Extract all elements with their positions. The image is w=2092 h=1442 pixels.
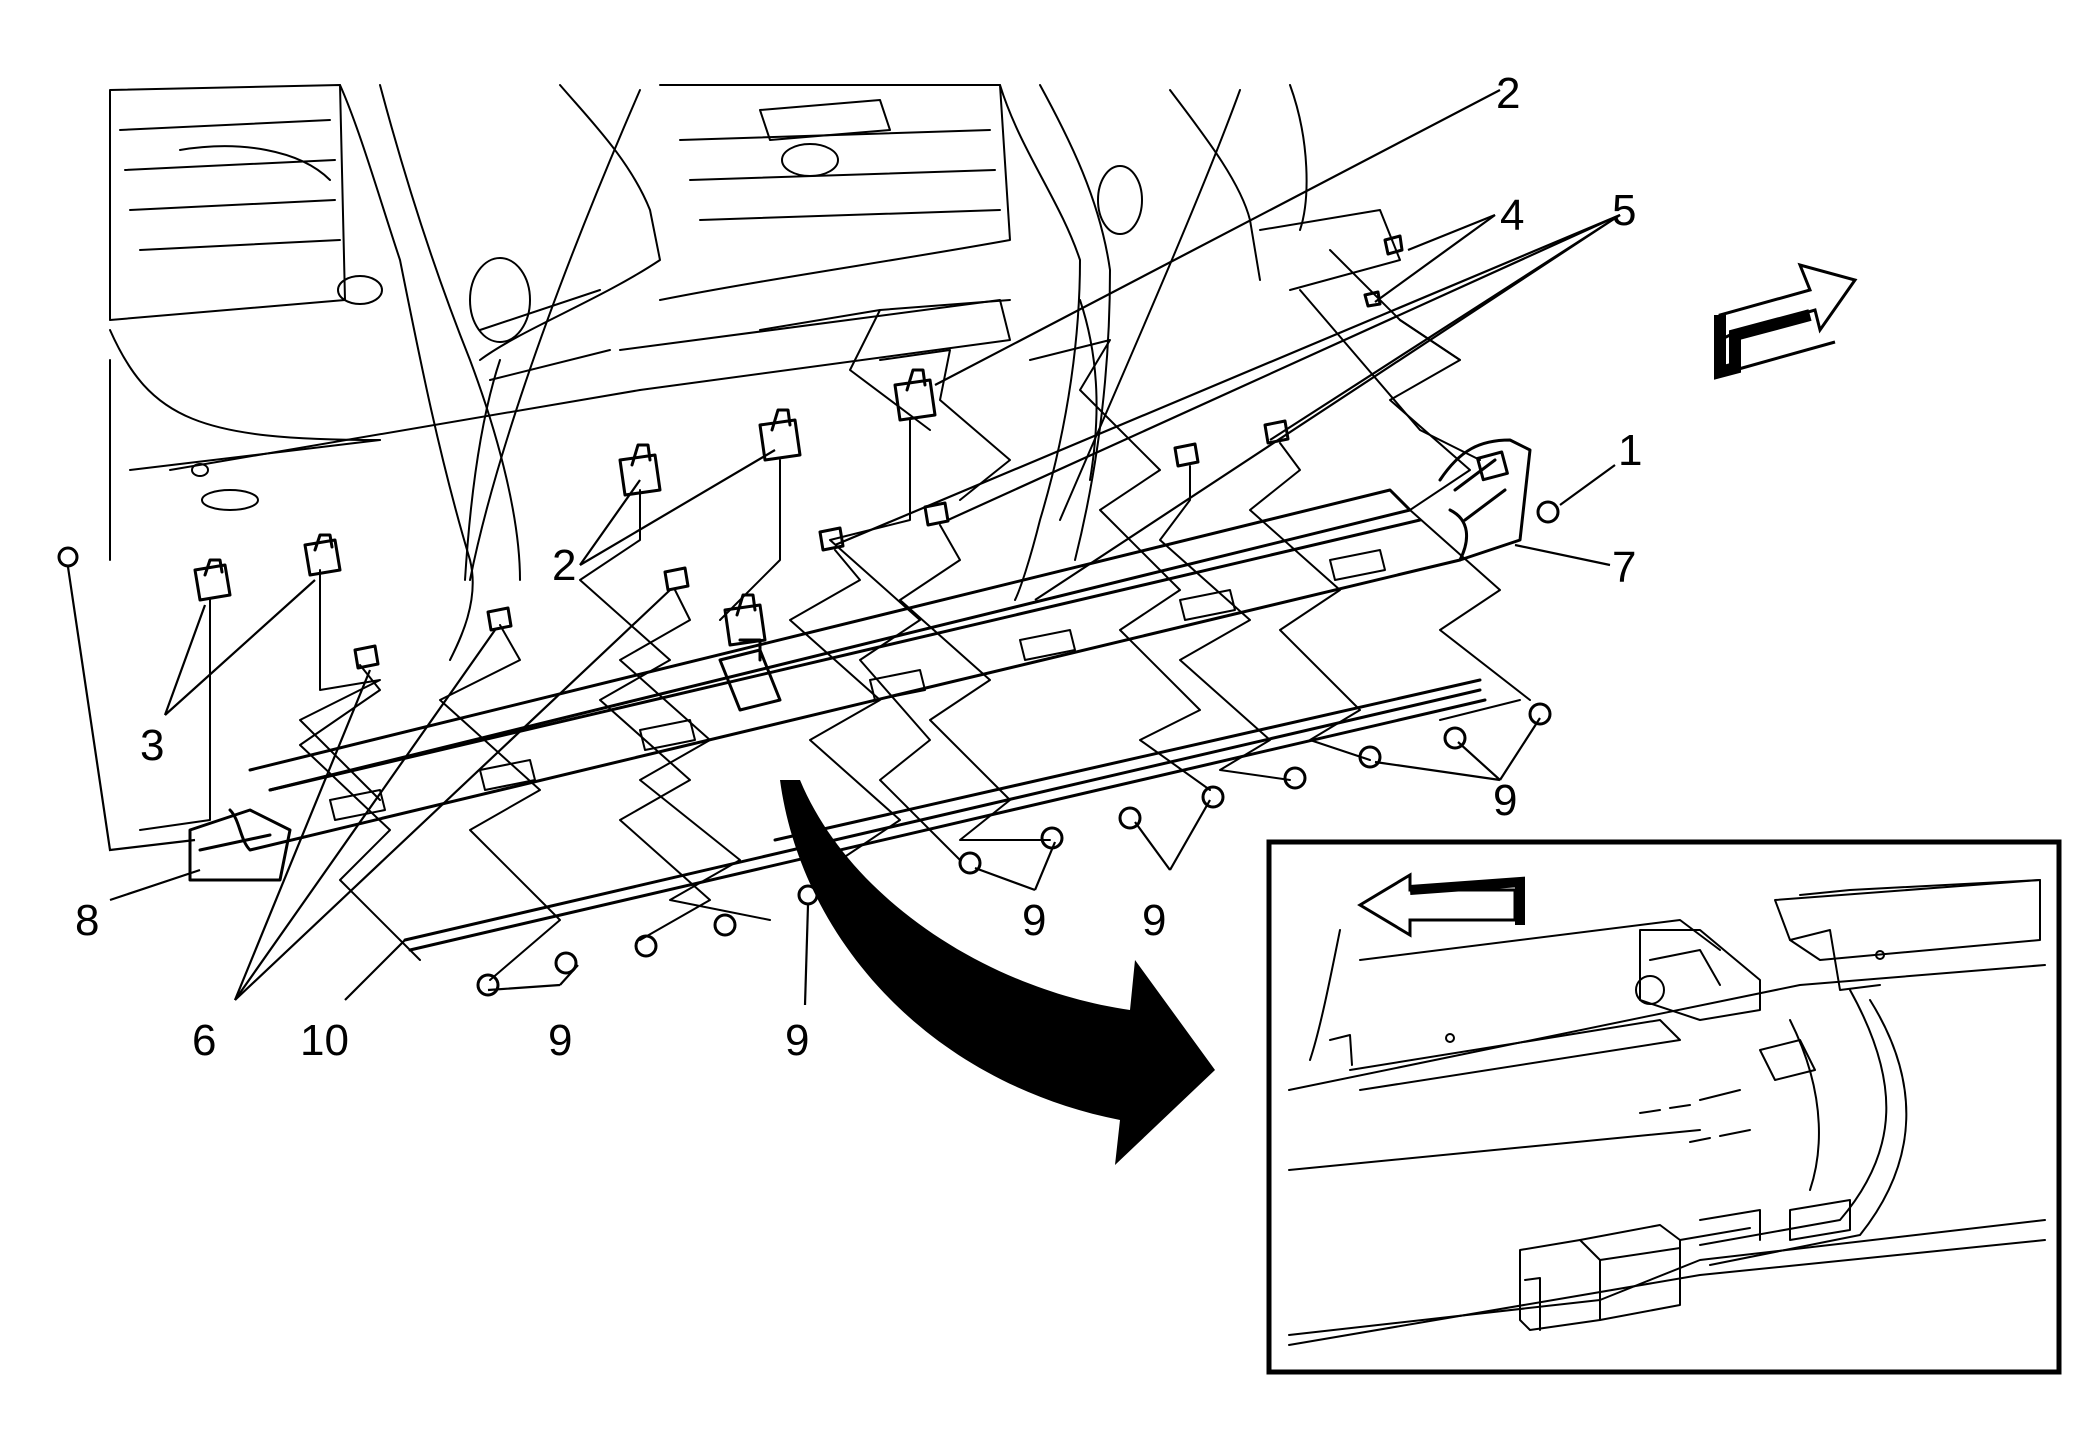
inset-direction-arrow-icon (1357, 872, 1525, 938)
callout-5: 5 (1612, 186, 1636, 235)
callout-7: 7 (1612, 543, 1636, 592)
callout-6: 6 (192, 1016, 216, 1065)
callout-1: 1 (1618, 426, 1642, 475)
clip-2a (618, 443, 662, 497)
clip-5d (1263, 419, 1290, 445)
clip-6b (486, 606, 513, 632)
callout-4: 4 (1500, 191, 1524, 240)
clip-3b (303, 533, 342, 577)
clip-5a (818, 526, 845, 552)
clip-6c (663, 566, 690, 592)
clip-2b (758, 408, 802, 462)
callout-leaders (66, 89, 1621, 1006)
clip-6a (353, 644, 380, 670)
callout-3: 3 (140, 721, 164, 770)
clip-5c (1173, 442, 1200, 468)
clip-2c (893, 368, 937, 422)
callout-9-e: 9 (1493, 776, 1517, 825)
callout-8: 8 (75, 896, 99, 945)
screw-front (57, 546, 79, 568)
clip-2d (723, 593, 767, 647)
callout-2-middle: 2 (552, 541, 576, 590)
inset-line-art (1288, 879, 2046, 1346)
inset-detail (1266, 839, 2062, 1375)
rocker-molding-assembly (188, 438, 1532, 952)
callout-9-a: 9 (548, 1016, 572, 1065)
clip-4b (1363, 290, 1382, 308)
callout-labels: 1 2 2 3 4 5 6 7 8 9 9 9 9 9 10 (75, 69, 1642, 1065)
detail-pointer-arrow-icon (780, 780, 1215, 1165)
direction-arrow-icon (1714, 262, 1858, 380)
clip-4a (1383, 234, 1404, 256)
callout-2-top: 2 (1496, 69, 1520, 118)
screw-1 (1536, 500, 1560, 524)
callout-9-c: 9 (1022, 896, 1046, 945)
clip-5b (923, 501, 950, 527)
retainer-clips (57, 234, 1560, 670)
callout-9-b: 9 (785, 1016, 809, 1065)
callout-10: 10 (300, 1016, 349, 1065)
clip-3a (193, 558, 232, 602)
callout-9-d: 9 (1142, 896, 1166, 945)
